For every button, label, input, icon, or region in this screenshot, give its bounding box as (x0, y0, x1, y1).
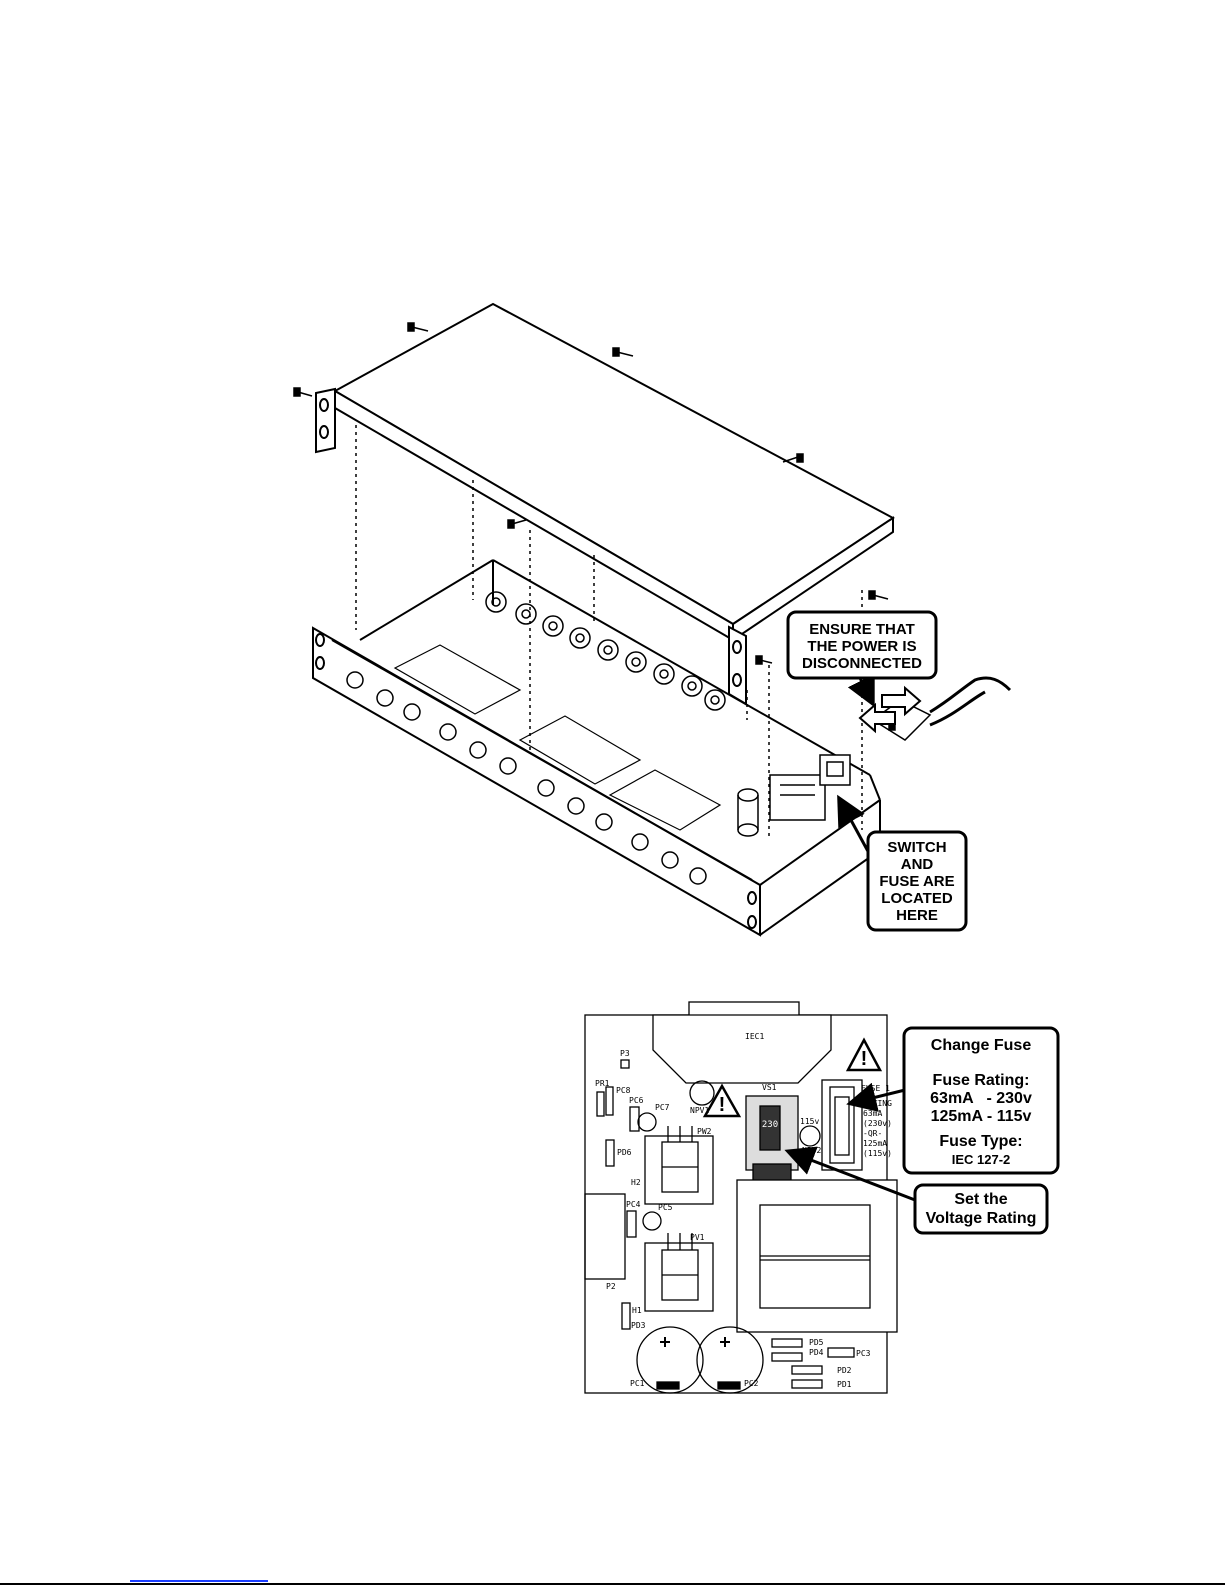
label-h1: H1 (632, 1306, 642, 1315)
label-pd3: PD3 (631, 1321, 646, 1330)
top-cover (315, 302, 895, 706)
label-iec1: IEC1 (745, 1032, 764, 1041)
label-fuse-rating-6: (115v) (863, 1149, 892, 1158)
label-p3: P3 (620, 1049, 630, 1058)
callout-switch-line-4: LOCATED (881, 890, 953, 907)
label-pc3: PC3 (856, 1349, 871, 1358)
callout-change-fuse: Change Fuse Fuse Rating: 63mA - 230v 125… (902, 1026, 1060, 1175)
footer-link-underline[interactable] (130, 1580, 268, 1582)
page-footer-rule (0, 1583, 1225, 1585)
callout-power-line-2: THE POWER IS (807, 638, 916, 655)
label-pr1: PR1 (595, 1079, 610, 1088)
fuse-rating-line-2: 125mA - 115v (931, 1108, 1032, 1125)
label-fuse1: FUSE 1 (861, 1084, 890, 1093)
voltage-callout-line-1: Set the (954, 1191, 1007, 1208)
label-vs-value: 230 (762, 1120, 778, 1130)
callout-switch-line-1: SWITCH (887, 839, 946, 856)
label-pd6: PD6 (617, 1148, 632, 1157)
internal-boards (393, 644, 722, 831)
label-pd1: PD1 (837, 1380, 852, 1389)
callout-power-disconnected: ENSURE THAT THE POWER IS DISCONNECTED (786, 610, 938, 680)
base-chassis (312, 559, 881, 937)
label-115v: 115v (800, 1117, 819, 1126)
fuse-type-value: IEC 127-2 (952, 1152, 1011, 1167)
callout-set-voltage: Set the Voltage Rating (913, 1183, 1049, 1235)
label-pc1: PC1 (630, 1379, 645, 1388)
front-knobs (346, 671, 707, 885)
warning-icon: ! (861, 1048, 868, 1070)
label-p2: P2 (606, 1282, 616, 1291)
label-h2: H2 (631, 1178, 641, 1187)
power-section (737, 754, 851, 837)
callout-switch-line-2: AND (901, 856, 934, 873)
fuse-callout-title: Change Fuse (931, 1037, 1032, 1054)
label-pc6: PC6 (629, 1096, 644, 1105)
cover-screws (293, 322, 889, 665)
power-plug (871, 676, 1012, 741)
plug-arrows (858, 685, 922, 734)
voltage-callout-line-2: Voltage Rating (926, 1210, 1037, 1227)
label-pc2: PC2 (744, 1379, 759, 1388)
label-fuse-rating-2: 63mA (863, 1109, 882, 1118)
label-pc5: PC5 (658, 1203, 673, 1212)
chassis-exploded-view (293, 302, 1012, 937)
callout-switch-line-5: HERE (896, 907, 938, 924)
label-vs1: VS1 (762, 1083, 777, 1092)
callout-switch-line-3: FUSE ARE (879, 873, 954, 890)
label-npv2: NPV2 (802, 1146, 821, 1155)
label-pd2: PD2 (837, 1366, 852, 1375)
callout-power-line-3: DISCONNECTED (802, 655, 922, 672)
label-pc7: PC7 (655, 1103, 670, 1112)
fuse-rating-title: Fuse Rating: (933, 1072, 1030, 1089)
callout-power-line-1: ENSURE THAT (809, 621, 915, 638)
label-pc8: PC8 (616, 1086, 631, 1095)
fuse-type-title: Fuse Type: (939, 1133, 1022, 1150)
pcb-layout (584, 1001, 898, 1394)
label-fuse-rating-4: -QR- (863, 1129, 882, 1138)
callout-switch-fuse: SWITCH AND FUSE ARE LOCATED HERE (866, 830, 968, 932)
label-pd5: PD5 (809, 1338, 824, 1347)
label-fuse-rating-3: (230v) (863, 1119, 892, 1128)
fuse-rating-line-1: 63mA - 230v (930, 1090, 1032, 1107)
label-fuse-rating-5: 125mA (863, 1139, 887, 1148)
label-pc4: PC4 (626, 1200, 641, 1209)
rear-jacks (485, 591, 726, 711)
label-pw2: PW2 (697, 1127, 712, 1136)
warning-icon: ! (719, 1094, 726, 1116)
label-npv1: NPV1 (690, 1106, 709, 1115)
label-pv1: PV1 (690, 1233, 705, 1242)
label-pd4: PD4 (809, 1348, 824, 1357)
